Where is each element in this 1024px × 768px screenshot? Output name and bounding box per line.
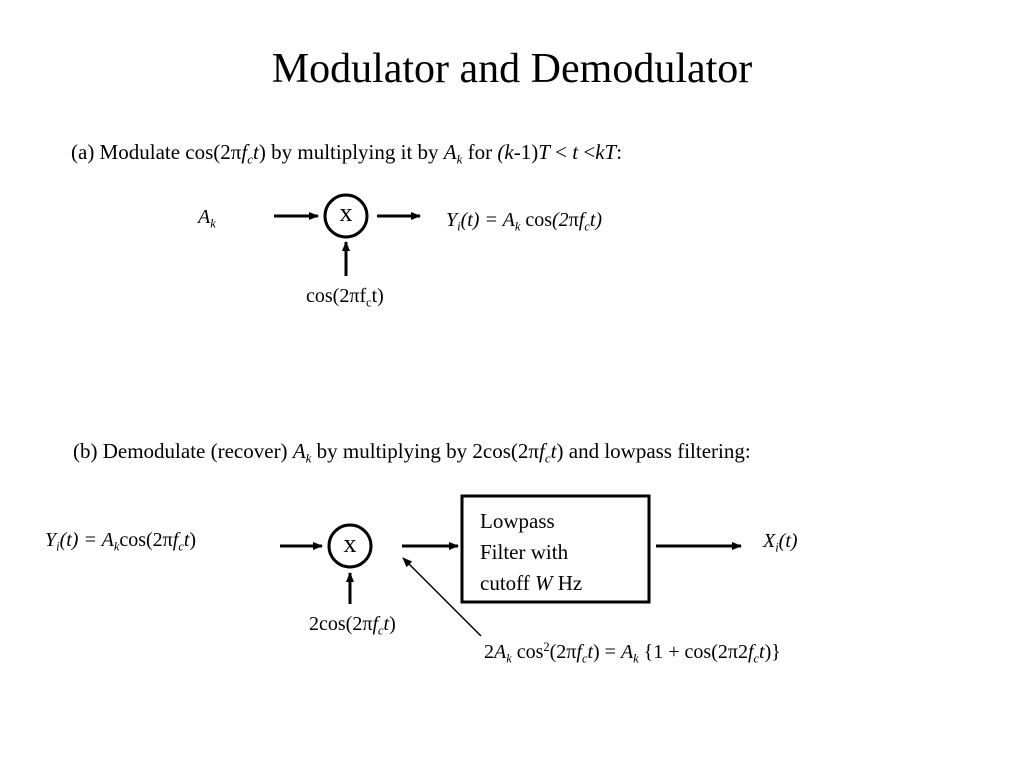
b-multiplier-circle <box>327 523 373 569</box>
part-a-multiplier-symbol: x <box>339 198 353 227</box>
part-a-caption: (a) Modulate cos(2πfct) by multiplying i… <box>71 140 623 167</box>
page-title: Modulator and Demodulator <box>271 46 753 92</box>
product-expression: 2Ak cos2(2πfct) = Ak {1 + cos(2π2fct)} <box>484 640 781 666</box>
part-b-output-label: Xi(t) <box>763 530 798 555</box>
lowpass-filter-box <box>460 494 651 604</box>
part-a-input-label: Ak <box>198 206 216 231</box>
part-b-input-label: Yi(t) = Akcos(2πfct) <box>45 529 197 554</box>
part-b-caption: (b) Demodulate (recover) Ak by multiplyi… <box>73 439 751 466</box>
product-pointer-arrow <box>402 557 482 637</box>
part-b-multiplier-symbol: x <box>343 529 357 558</box>
lowpass-filter-label: Lowpass Filter with cutoff W Hz <box>480 509 583 595</box>
part-b-carrier-label: 2cos(2πfct) <box>309 613 396 638</box>
a-multiplier-circle <box>323 193 369 239</box>
part-a-output-label: Yi(t) = Ak cos(2πfct) <box>446 209 603 234</box>
part-a-carrier-label: cos(2πfct) <box>306 285 384 310</box>
